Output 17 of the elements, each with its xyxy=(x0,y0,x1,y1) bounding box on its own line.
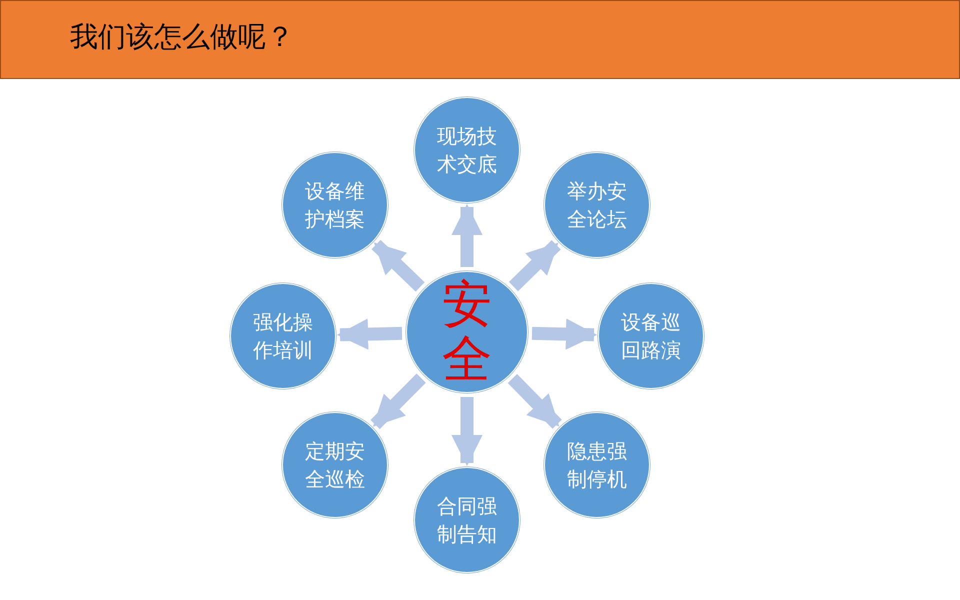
node-label: 设备维护档案 xyxy=(305,178,365,233)
arrow xyxy=(508,240,561,292)
arrow xyxy=(451,204,483,267)
node-label: 现场技术交底 xyxy=(437,123,497,178)
arrow xyxy=(336,318,402,350)
node-label: 隐患强制停机 xyxy=(567,438,627,493)
node-label: 举办安全论坛 xyxy=(567,178,627,233)
node-label: 定期安全巡检 xyxy=(305,438,365,493)
arrow xyxy=(372,240,425,292)
node-label: 强化操作培训 xyxy=(253,309,313,364)
center-label: 安全 xyxy=(442,277,492,387)
slide-title: 我们该怎么做呢？ xyxy=(70,19,294,55)
arrow xyxy=(370,374,426,430)
arrow xyxy=(451,397,483,466)
node-label: 设备巡回路演 xyxy=(621,309,681,364)
arrow xyxy=(532,318,598,350)
node-label: 合同强制告知 xyxy=(437,493,497,548)
